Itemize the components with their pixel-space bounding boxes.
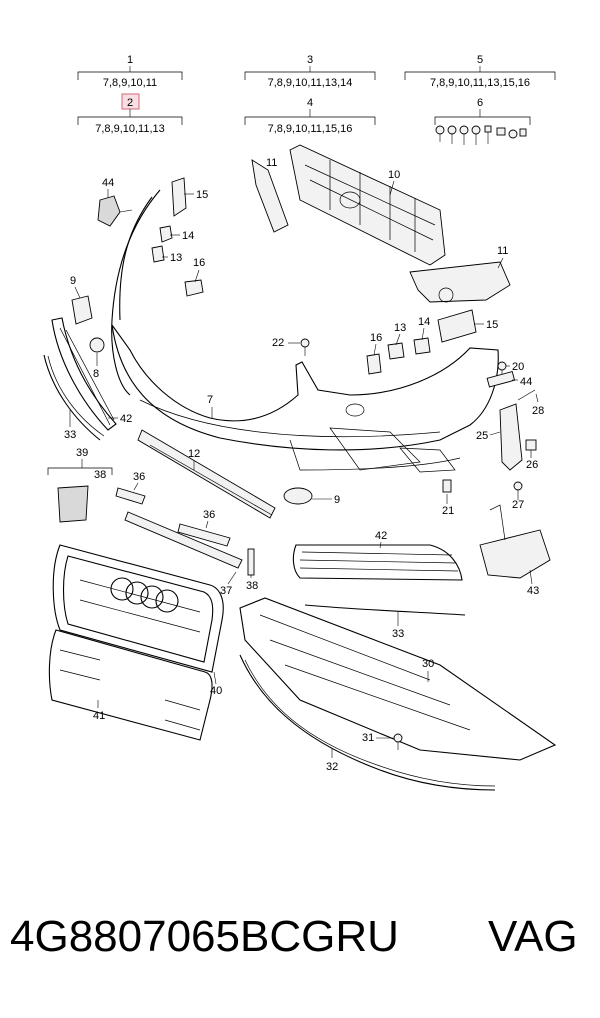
part-11-left [251, 159, 289, 233]
callouts: 44 15 14 13 16 9 8 42 33 11 10 11 22 16 … [64, 157, 544, 773]
callout-label: 11 [497, 245, 508, 257]
part-33-right [304, 604, 466, 616]
callout-label: 32 [326, 761, 338, 773]
callout-label: 14 [418, 316, 430, 328]
part-40 [52, 544, 224, 673]
callout-label: 9 [334, 494, 340, 506]
legend-num-4: 4 [307, 97, 313, 109]
fasteners-set-6 [435, 125, 527, 145]
part-42-right [292, 544, 463, 581]
part-30 [239, 597, 557, 761]
callout-label: 13 [170, 252, 182, 264]
legend-refs-3: 7,8,9,10,11,13,14 [268, 77, 353, 89]
callout-label: 41 [93, 710, 105, 722]
part-39 [57, 485, 89, 523]
callout-label: 40 [210, 685, 222, 697]
front-grille [48, 544, 224, 741]
part-11-right [409, 261, 511, 303]
callout-label: 27 [512, 499, 524, 511]
audi-rings-logo [110, 577, 179, 613]
left-bracket-area [71, 177, 204, 396]
callout-label: 44 [520, 376, 532, 388]
callout-label: 11 [266, 157, 277, 169]
callout-label: 8 [93, 368, 99, 380]
center-strips [47, 429, 276, 576]
callout-label: 36 [203, 509, 215, 521]
callout-label: 31 [362, 732, 374, 744]
callout-label: 28 [532, 405, 544, 417]
right-side-parts [479, 361, 551, 579]
callout-label: 37 [220, 585, 232, 597]
callout-label: 43 [527, 585, 539, 597]
part-43 [479, 529, 551, 579]
callout-label: 36 [133, 471, 145, 483]
callout-label: 12 [188, 448, 200, 460]
legend-num-3: 3 [307, 54, 313, 66]
callout-label: 9 [70, 275, 76, 287]
callout-label: 13 [394, 322, 406, 334]
callout-label: 38 [94, 469, 106, 481]
legend-num-5: 5 [477, 54, 483, 66]
legend-refs-4: 7,8,9,10,11,15,16 [268, 123, 353, 135]
part-number: 4G8807065BCGRU [10, 912, 399, 961]
callout-label: 20 [512, 361, 524, 373]
legend-refs-5: 7,8,9,10,11,13,15,16 [430, 77, 530, 89]
legend-refs-1: 7,8,9,10,11 [103, 77, 157, 89]
exploded-parts-diagram: 1 7,8,9,10,11 2 7,8,9,10,11,13 3 7,8,9,1… [43, 54, 557, 791]
callout-label: 25 [476, 430, 488, 442]
part-41 [48, 629, 213, 741]
lower-parts [239, 544, 557, 791]
callout-label: 16 [370, 332, 382, 344]
callout-label: 15 [196, 189, 208, 201]
legend-num-6: 6 [477, 97, 483, 109]
callout-label: 39 [76, 447, 88, 459]
upper-carrier [251, 144, 511, 303]
part-33-left [43, 354, 101, 441]
callout-label: 30 [422, 658, 434, 670]
callout-label: 38 [246, 580, 258, 592]
part-32 [239, 654, 496, 791]
bumper-cover [111, 309, 499, 505]
legend-highlight-2 [121, 93, 140, 110]
part-10 [289, 144, 446, 266]
callout-label: 33 [64, 429, 76, 441]
callout-label: 10 [388, 169, 400, 181]
part-25 [499, 403, 523, 471]
left-grille-strips [43, 317, 117, 441]
callout-label: 14 [182, 230, 194, 242]
callout-label: 7 [207, 394, 213, 406]
part-12 [137, 429, 276, 519]
callout-label: 21 [442, 505, 454, 517]
callout-label: 16 [193, 257, 205, 269]
callout-label: 26 [526, 459, 538, 471]
callout-label: 22 [272, 337, 284, 349]
part-44-left [97, 195, 121, 227]
legend-refs-2: 7,8,9,10,11,13 [95, 123, 165, 135]
callout-label: 33 [392, 628, 404, 640]
legend: 1 7,8,9,10,11 2 7,8,9,10,11,13 3 7,8,9,1… [77, 54, 556, 145]
callout-label: 42 [375, 530, 387, 542]
bumper-left-flank [111, 189, 161, 396]
callout-label: 42 [120, 413, 132, 425]
legend-num-2: 2 [127, 97, 133, 109]
brand-label: VAG [488, 912, 578, 961]
legend-num-1: 1 [127, 54, 133, 66]
callout-label: 44 [102, 177, 114, 189]
callout-label: 15 [486, 319, 498, 331]
